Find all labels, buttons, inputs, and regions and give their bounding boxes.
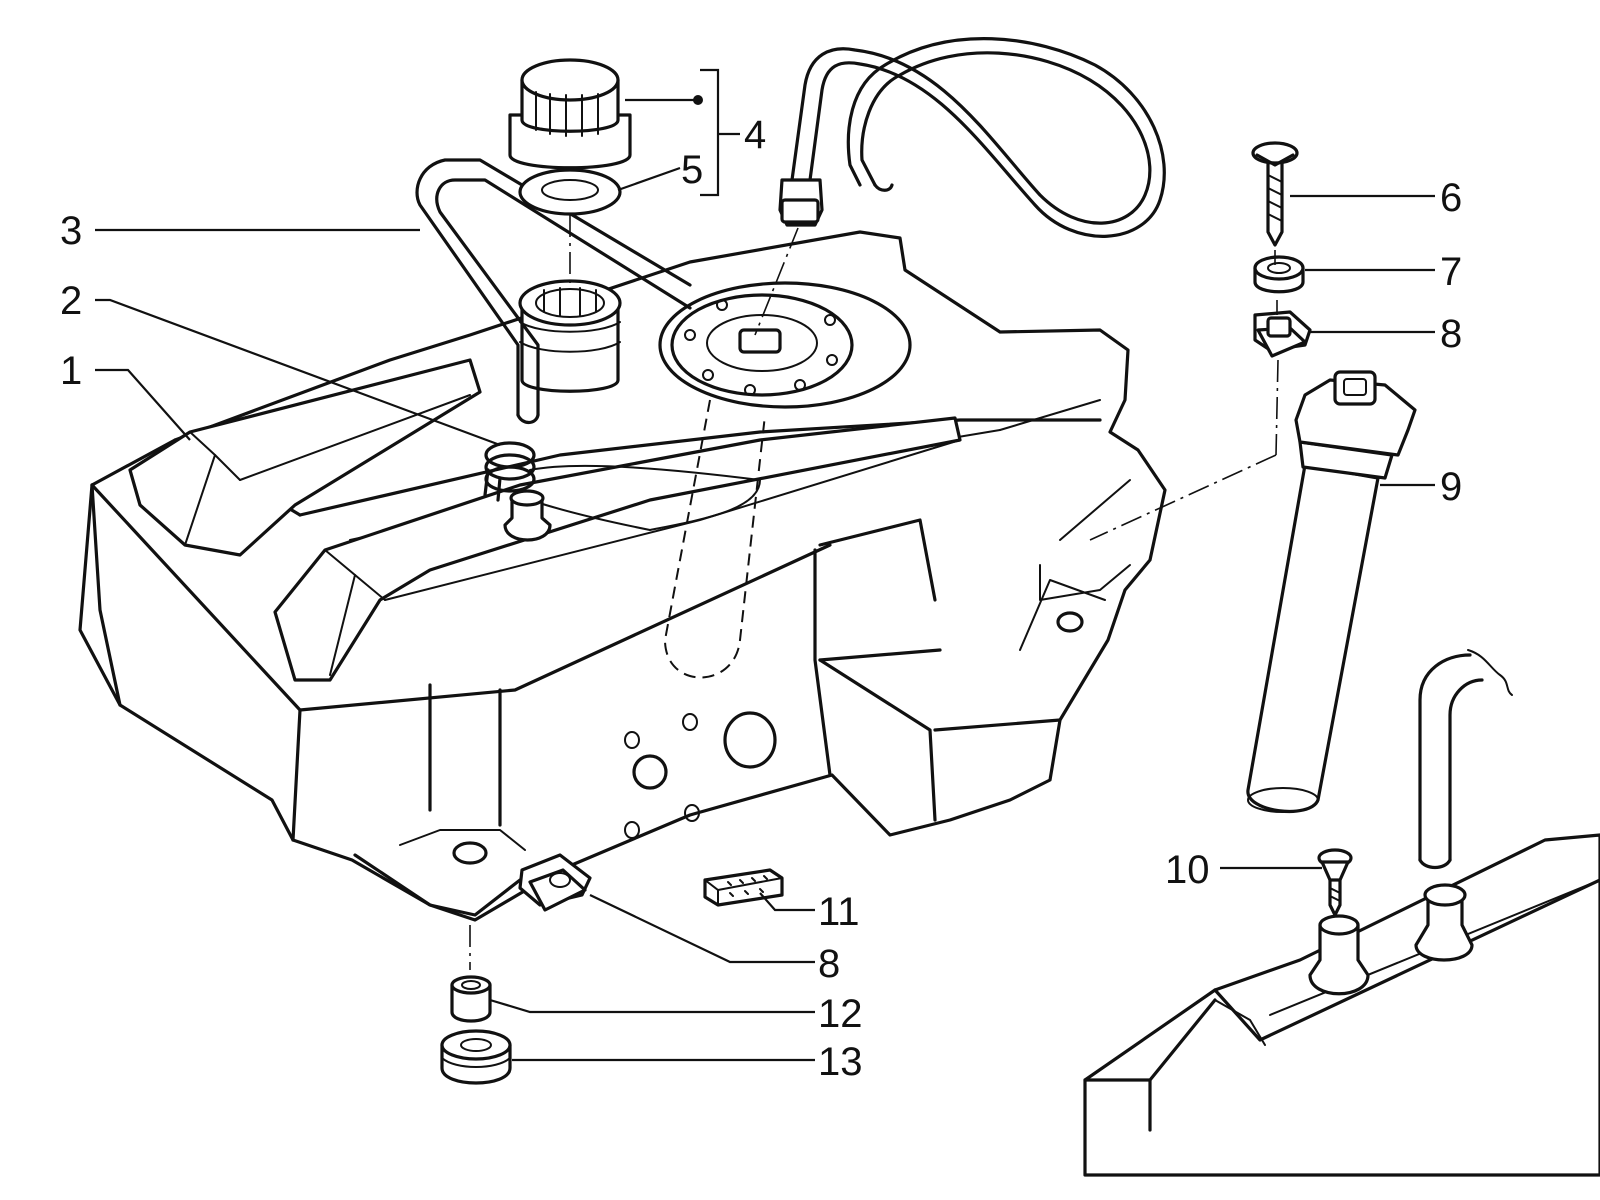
- clip-nut-part-8-upper: [1253, 310, 1312, 358]
- callout-8-lower: 8: [818, 942, 840, 986]
- grommet-part-13: [440, 1029, 512, 1085]
- callout-8-upper: 8: [1440, 312, 1462, 356]
- leader-lines: [95, 68, 1435, 1062]
- level-sensor-part-9: [1246, 370, 1417, 813]
- fuel-tank: [78, 230, 1167, 922]
- screw-part-6: [1251, 141, 1299, 247]
- inset-nipple-left: [1308, 914, 1370, 996]
- sensor-axis-to-tank: [1089, 454, 1277, 541]
- callout-12: 12: [818, 992, 863, 1036]
- callout-7: 7: [1440, 250, 1462, 294]
- inset-tank-detail: [1083, 833, 1600, 1177]
- filler-seal-part-5: [518, 168, 622, 216]
- leader-1: [95, 368, 191, 441]
- filler-cap-part-4: [508, 58, 632, 170]
- callout-5: 5: [681, 148, 703, 192]
- leader-4-bracket: [700, 68, 740, 197]
- sensor-screw-axis: [1274, 250, 1279, 456]
- callout-6: 6: [1440, 176, 1462, 220]
- foam-pad-part-11: [703, 868, 784, 907]
- connector-axis-line: [754, 227, 799, 336]
- callout-11: 11: [818, 890, 860, 934]
- filler-neck: [518, 279, 622, 393]
- inset-nipple-right: [1414, 883, 1474, 962]
- inset-hose: [1418, 649, 1513, 870]
- leader-8b: [589, 894, 815, 964]
- vent-tube-part-3: [415, 158, 692, 425]
- clip-nut-part-8-lower: [518, 853, 592, 912]
- leader-12: [489, 998, 815, 1014]
- callout-4: 4: [744, 113, 766, 157]
- leader-4-dot: [693, 95, 703, 105]
- callout-labels: 1 2 3 4 5 6 7 8 9 10 11 8 12 13: [60, 113, 1462, 1084]
- leader-5: [617, 166, 681, 192]
- leader-11: [759, 892, 815, 912]
- callout-1: 1: [60, 349, 82, 393]
- hose-clamp-part-2: [483, 441, 536, 502]
- callout-10: 10: [1165, 848, 1210, 892]
- leader-2: [95, 298, 501, 447]
- callout-9: 9: [1440, 465, 1462, 509]
- bushing-part-12: [450, 975, 492, 1023]
- screw-part-10: [1317, 848, 1353, 917]
- washer-part-7: [1253, 255, 1305, 294]
- callout-2: 2: [60, 279, 82, 323]
- callout-13: 13: [818, 1040, 863, 1084]
- vent-nipple: [503, 489, 552, 542]
- callout-3: 3: [60, 209, 82, 253]
- wiring-harness: [778, 37, 1166, 238]
- sender-tube-hidden: [663, 399, 766, 679]
- fuel-sender-flange: [658, 281, 912, 409]
